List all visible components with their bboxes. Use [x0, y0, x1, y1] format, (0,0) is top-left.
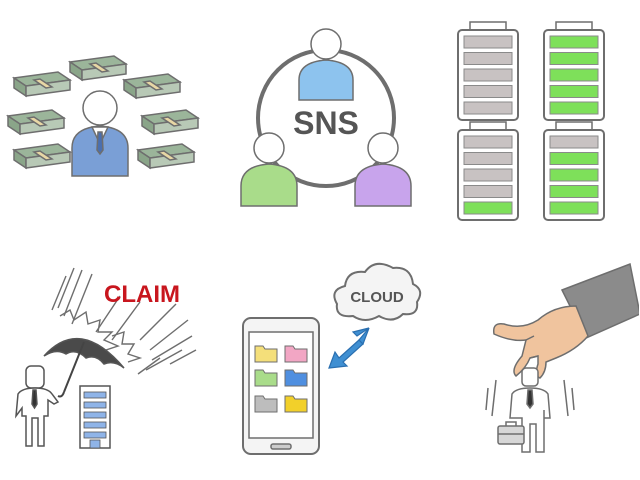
money-stack: [67, 55, 129, 82]
battery-1: [457, 21, 519, 121]
battery-cell: [463, 85, 513, 98]
battery-cell: [549, 101, 599, 115]
money-stack: [11, 143, 73, 170]
hand-picking-illustration: [426, 240, 639, 480]
cloud-label: CLOUD: [350, 289, 403, 306]
battery-cell: [549, 168, 599, 182]
batteries-illustration: [426, 0, 639, 240]
battery-4: [543, 121, 605, 221]
battery-cell: [463, 35, 513, 49]
money-stack: [135, 143, 197, 170]
claim-illustration: CLAIM: [0, 240, 213, 480]
battery-icon: [457, 21, 605, 221]
battery-cell: [463, 152, 513, 165]
money-stack: [139, 109, 201, 136]
battery-cell: [463, 168, 513, 182]
sns-label: SNS: [293, 105, 359, 141]
battery-cell: [549, 85, 599, 98]
sns-illustration: SNS: [213, 0, 426, 240]
battery-cell: [549, 185, 599, 198]
battery-2: [543, 21, 605, 121]
money-businessman-illustration: [0, 0, 213, 240]
money-stack: [11, 71, 73, 98]
money-stack: [121, 73, 183, 100]
battery-cell: [463, 52, 513, 65]
battery-cell: [463, 135, 513, 149]
cloud-icon: CLOUD: [242, 262, 422, 455]
claim-label: CLAIM: [104, 281, 180, 308]
battery-cell: [549, 52, 599, 65]
battery-cell: [463, 68, 513, 82]
battery-cell: [549, 68, 599, 82]
battery-cell: [463, 101, 513, 115]
battery-cell: [463, 185, 513, 198]
businessman: [71, 90, 129, 177]
battery-cell: [549, 35, 599, 49]
battery-3: [457, 121, 519, 221]
battery-cell: [549, 201, 599, 215]
hand-icon: [485, 262, 639, 453]
money-stack: [5, 109, 67, 136]
battery-cell: [549, 135, 599, 149]
umbrella-icon: CLAIM: [15, 267, 197, 449]
money-icon: [5, 55, 201, 177]
battery-cell: [549, 152, 599, 165]
cloud-phone-illustration: CLOUD: [213, 240, 426, 480]
sns-network-icon: SNS: [240, 28, 412, 207]
battery-cell: [463, 201, 513, 215]
